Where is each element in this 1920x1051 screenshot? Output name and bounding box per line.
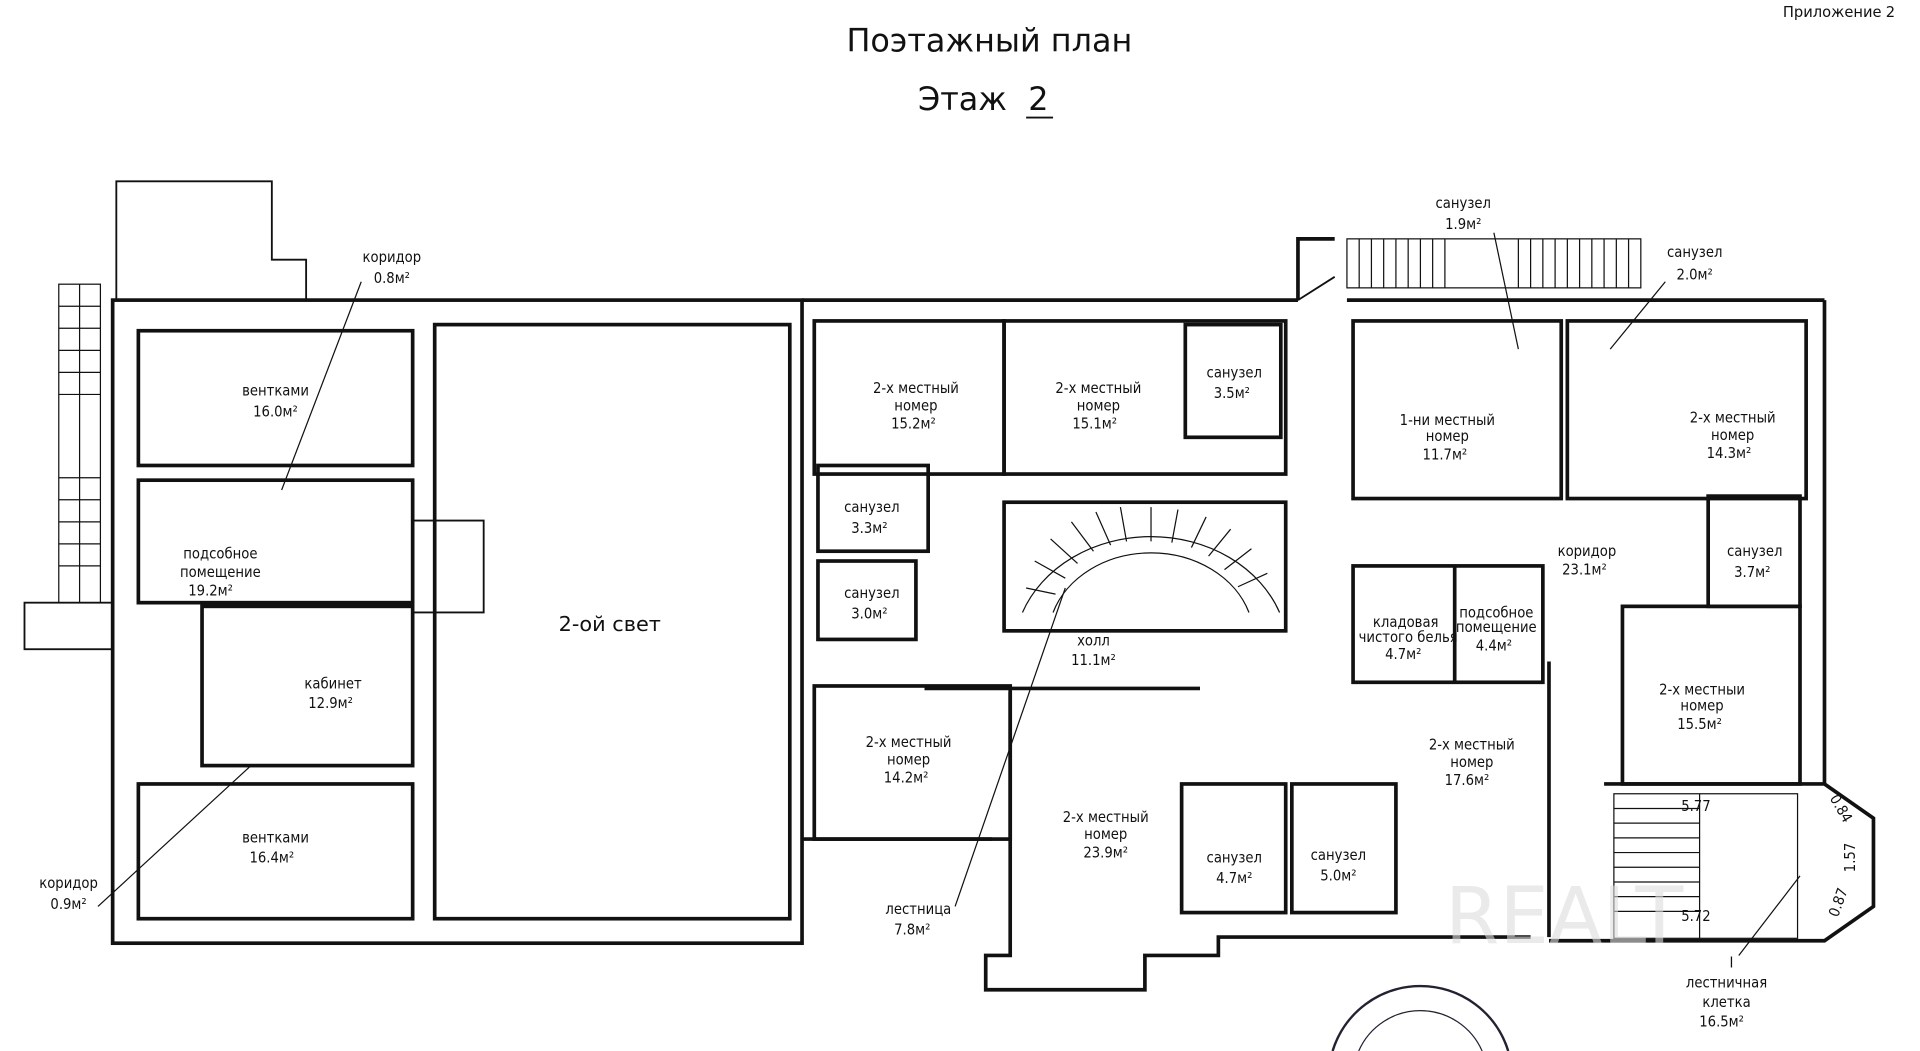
room-label: лестничная: [1686, 974, 1767, 991]
room-label: 3.7м²: [1734, 564, 1770, 581]
room-label: 15.1м²: [1072, 416, 1117, 433]
room-label: 2.0м²: [1677, 266, 1713, 283]
room-area: 12.9м²: [308, 695, 353, 712]
room-label: санузел: [844, 585, 899, 602]
room-label: 14.2м²: [884, 770, 929, 787]
room-label: 2-х местный: [866, 734, 952, 751]
appendix-label: Приложение: [1783, 4, 1882, 21]
floor-label: Этаж: [918, 80, 1007, 118]
room-label: 2-х местныи: [1659, 682, 1745, 699]
walls: [23, 180, 1876, 992]
room-label: номер: [1680, 697, 1723, 714]
room-name: коридор: [39, 875, 98, 892]
room-label: 2-х местный: [873, 380, 959, 397]
room-label: номер: [1077, 397, 1120, 414]
room-label: 7.8м²: [894, 922, 930, 939]
room-label: санузел: [1667, 244, 1722, 261]
room-label: 2-х местный: [1429, 737, 1515, 754]
room-label: 1-ни местный: [1400, 412, 1495, 429]
room-label: 17.6м²: [1445, 772, 1490, 789]
room-area: 16.0м²: [253, 403, 298, 420]
room-label: коридор: [1558, 543, 1617, 560]
room-label: номер: [1450, 754, 1493, 771]
room-label: 15.5м²: [1677, 716, 1722, 733]
room-label: 15.2м²: [891, 416, 936, 433]
room-label: 23.9м²: [1083, 844, 1128, 861]
dimension-labels: 5.77 5.72 0.84 1.57 0.87: [1681, 792, 1859, 925]
room-label: санузел: [1207, 364, 1262, 381]
room-label: 1.9м²: [1445, 216, 1481, 233]
room-name-2: помещение: [180, 564, 261, 581]
room-label: санузел: [1727, 543, 1782, 560]
room-label: 2-х местный: [1055, 380, 1141, 397]
room-label: санузел: [1207, 849, 1262, 866]
room-label: 4.4м²: [1476, 637, 1512, 654]
room-label: 3.3м²: [851, 520, 887, 537]
room-label: 11.1м²: [1071, 652, 1116, 669]
room-label: номер: [894, 397, 937, 414]
room-label: клетка: [1702, 994, 1750, 1011]
floor-number: 2: [1028, 80, 1048, 118]
room-label: номер: [1084, 826, 1127, 843]
room-label: номер: [887, 751, 930, 768]
room-label: 4.7м²: [1216, 870, 1252, 887]
room-area: 0.8м²: [374, 270, 410, 287]
official-seal: [1331, 984, 1510, 1051]
room-label: холл: [1077, 633, 1110, 650]
room-label: номер: [1711, 427, 1754, 444]
room-label: 5.0м²: [1320, 868, 1356, 885]
room-label: номер: [1426, 428, 1469, 445]
room-label: 0.84: [1826, 792, 1855, 826]
room-name: вентками: [242, 830, 309, 847]
room-label: 16.5м²: [1699, 1013, 1744, 1030]
room-name: кабинет: [304, 675, 362, 692]
room-label: 0.87: [1826, 886, 1852, 919]
room-area: 0.9м²: [50, 896, 86, 913]
room-label: 3.0м²: [851, 606, 887, 623]
room-label: 14.3м²: [1707, 445, 1752, 462]
leader-lines: [97, 232, 1801, 956]
room-name: коридор: [363, 249, 422, 266]
room-label: подсобное: [1459, 604, 1533, 621]
room-labels: вентками 16.0м² коридор 0.8м² подсобное …: [39, 195, 1782, 1030]
plan-title: Поэтажный план: [847, 21, 1133, 59]
room-name: подсобное: [183, 546, 257, 563]
room-label: санузел: [844, 499, 899, 516]
room-label: помещение: [1456, 619, 1537, 636]
room-label: чистого белья: [1359, 629, 1458, 646]
room-label: 1.57: [1842, 843, 1859, 872]
room-label: 2-х местный: [1690, 410, 1776, 427]
room-label: 5.77: [1681, 798, 1710, 815]
room-label: I: [1729, 955, 1733, 972]
room-label: 11.7м²: [1423, 446, 1468, 463]
watermark: REALT: [1445, 871, 1684, 962]
room-label: санузел: [1311, 847, 1366, 864]
room-label: 3.5м²: [1214, 385, 1250, 402]
room-name: 2-ой свет: [559, 612, 661, 636]
room-label: 4.7м²: [1385, 646, 1421, 663]
appendix-number: 2: [1886, 4, 1895, 21]
room-label: 23.1м²: [1562, 561, 1607, 578]
room-label: 5.72: [1681, 908, 1710, 925]
room-label: лестница: [885, 901, 951, 918]
room-area: 19.2м²: [188, 582, 233, 599]
room-label: санузел: [1436, 195, 1491, 212]
room-label: 2-х местный: [1063, 809, 1149, 826]
room-area: 16.4м²: [249, 849, 294, 866]
room-name: вентками: [242, 383, 309, 400]
room-label: кладовая: [1373, 614, 1439, 631]
